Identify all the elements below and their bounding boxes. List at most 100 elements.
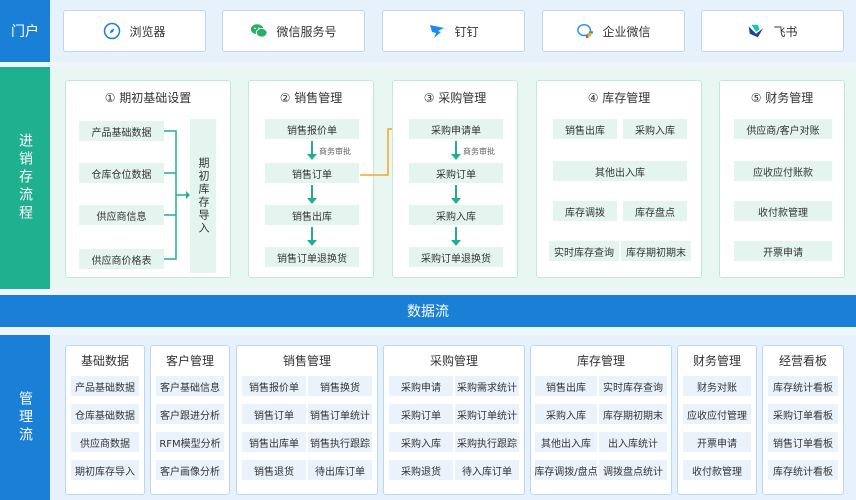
- mgmt-item[interactable]: 待出库订单: [308, 460, 372, 480]
- portal-wecom-button[interactable]: 企业微信: [542, 10, 685, 52]
- flow-inventory-item[interactable]: 采购入库: [623, 119, 687, 139]
- mgmt-item[interactable]: 库存统计看板: [768, 376, 838, 396]
- mgmt-purchase-card: 采购管理 采购申请 采购需求统计 采购订单 采购订单统计 采购入库 采购执行跟踪…: [383, 345, 525, 495]
- purchase-approval-note: 商务审批: [463, 147, 495, 156]
- flow-finance-item[interactable]: 应收应付账款: [734, 161, 832, 181]
- feishu-icon: [747, 22, 765, 40]
- mgmt-basic-card: 基础数据 产品基础数据 仓库基础数据 供应商数据 期初库存导入: [65, 345, 145, 495]
- mgmt-item[interactable]: 出入库统计: [599, 432, 667, 452]
- arrow-down-icon: [307, 227, 317, 246]
- flow-finance-item[interactable]: 开票申请: [734, 241, 832, 261]
- portal-label: 门户: [0, 0, 50, 62]
- mgmt-item[interactable]: 调拨盘点统计: [599, 460, 667, 480]
- mgmt-item[interactable]: 产品基础数据: [71, 376, 139, 396]
- flow-purchase-item[interactable]: 采购订单: [409, 163, 503, 183]
- mgmt-item[interactable]: 销售出库单: [242, 432, 306, 452]
- flow-label: 进销存流程: [0, 67, 50, 289]
- mgmt-item[interactable]: 待入库订单: [455, 460, 519, 480]
- mgmt-sales-card: 销售管理 销售报价单 销售换货 销售订单 销售订单统计 销售出库单 销售执行跟踪…: [236, 345, 378, 495]
- mgmt-item[interactable]: 销售执行跟踪: [308, 432, 372, 452]
- arrow-down-icon: [451, 185, 461, 204]
- flow-inventory-item[interactable]: 其他出入库: [553, 161, 687, 181]
- mgmt-purchase-title: 采购管理: [429, 354, 478, 368]
- flow-basic-item[interactable]: 仓库仓位数据: [79, 163, 164, 183]
- flow-purchase-item[interactable]: 采购入库: [409, 205, 503, 225]
- mgmt-item[interactable]: 实时库存查询: [599, 376, 667, 396]
- mgmt-item[interactable]: 采购申请: [389, 376, 453, 396]
- mgmt-item[interactable]: 销售订单: [242, 404, 306, 424]
- mgmt-item[interactable]: 采购订单统计: [455, 404, 519, 424]
- mgmt-item[interactable]: 采购执行跟踪: [455, 432, 519, 452]
- mgmt-item[interactable]: 库存统计看板: [768, 460, 838, 480]
- flow-area: ① 期初基础设置 产品基础数据 仓库仓位数据 供应商信息 供应商价格表 期初库存…: [50, 67, 856, 289]
- portal-wechat-button[interactable]: 微信服务号: [222, 10, 365, 52]
- mgmt-item[interactable]: 销售报价单: [242, 376, 306, 396]
- mgmt-dashboard-card: 经营看板 库存统计看板 采购订单看板 销售订单看板 库存统计看板: [762, 345, 844, 495]
- mgmt-item[interactable]: 客户跟进分析: [156, 404, 224, 424]
- flow-inventory-item[interactable]: 库存调拨: [553, 201, 617, 221]
- mgmt-item[interactable]: 销售出库: [535, 376, 597, 396]
- flow-finance-card: ⑤ 财务管理 供应商/客户对账 应收应付账款 收付款管理 开票申请: [719, 80, 845, 278]
- flow-finance-title: ⑤ 财务管理: [750, 91, 814, 105]
- flow-basic-item[interactable]: 供应商价格表: [79, 249, 164, 269]
- mgmt-item[interactable]: 销售订单看板: [768, 432, 838, 452]
- mgmt-item[interactable]: 开票申请: [683, 432, 751, 452]
- mgmt-item[interactable]: 供应商数据: [71, 432, 139, 452]
- mgmt-basic-title: 基础数据: [80, 354, 129, 368]
- flow-sales-title: ② 销售管理: [279, 91, 343, 105]
- flow-sales-item[interactable]: 销售订单退换货: [265, 247, 359, 267]
- flow-basic-item[interactable]: 供应商信息: [79, 205, 164, 225]
- mgmt-item[interactable]: 期初库存导入: [71, 460, 139, 480]
- wecom-icon: [576, 22, 594, 40]
- mgmt-item[interactable]: 收付款管理: [683, 460, 751, 480]
- mgmt-finance-card: 财务管理 财务对账 应收应付管理 开票申请 收付款管理: [677, 345, 757, 495]
- flow-inventory-item[interactable]: 销售出库: [553, 119, 617, 139]
- mgmt-item[interactable]: 销售换货: [308, 376, 372, 396]
- arrow-down-icon: [451, 141, 461, 160]
- flow-sales-item[interactable]: 销售订单: [265, 163, 359, 183]
- sales-approval-note: 商务审批: [319, 147, 351, 156]
- flow-sales-item[interactable]: 销售报价单: [265, 119, 359, 139]
- portal-feishu-button[interactable]: 飞书: [701, 10, 844, 52]
- mgmt-inventory-title: 库存管理: [576, 354, 625, 368]
- portal-row: 门户 浏览器 微信服务号 钉钉 企业微信 飞书: [0, 0, 856, 62]
- portal-browser-button[interactable]: 浏览器: [63, 10, 206, 52]
- flow-basic-side[interactable]: 期初库存导入: [190, 119, 216, 273]
- mgmt-item[interactable]: 财务对账: [683, 376, 751, 396]
- mgmt-item[interactable]: 库存调拨/盘点: [534, 460, 598, 480]
- flow-purchase-item[interactable]: 采购订单退换货: [409, 247, 503, 267]
- dingtalk-icon: [428, 22, 446, 40]
- mgmt-label: 管理流: [0, 335, 50, 500]
- mgmt-item[interactable]: 仓库基础数据: [71, 404, 139, 424]
- mgmt-item[interactable]: 采购需求统计: [455, 376, 519, 396]
- mgmt-item[interactable]: 采购订单看板: [768, 404, 838, 424]
- flow-inventory-item[interactable]: 实时库存查询: [549, 241, 619, 261]
- flow-finance-item[interactable]: 供应商/客户对账: [734, 119, 832, 139]
- mgmt-item[interactable]: RFM模型分析: [156, 432, 224, 452]
- mgmt-item[interactable]: 采购入库: [389, 432, 453, 452]
- flow-sales-item[interactable]: 销售出库: [265, 205, 359, 225]
- mgmt-inventory-card: 库存管理 销售出库 实时库存查询 采购入库 库存期初期末 其他出入库 出入库统计…: [530, 345, 672, 495]
- portal-dingtalk-button[interactable]: 钉钉: [382, 10, 525, 52]
- bracket-arrow-icon: [164, 130, 190, 260]
- mgmt-item[interactable]: 销售订单统计: [308, 404, 372, 424]
- flow-inventory-item[interactable]: 库存盘点: [623, 201, 687, 221]
- mgmt-sales-title: 销售管理: [282, 354, 331, 368]
- mgmt-customer-card: 客户管理 客户基础信息 客户跟进分析 RFM模型分析 客户画像分析: [150, 345, 230, 495]
- mgmt-item[interactable]: 库存期初期末: [599, 404, 667, 424]
- mgmt-item[interactable]: 客户画像分析: [156, 460, 224, 480]
- mgmt-item[interactable]: 采购订单: [389, 404, 453, 424]
- flow-inventory-card: ④ 库存管理 销售出库 采购入库 其他出入库 库存调拨 库存盘点 实时库存查询 …: [536, 80, 702, 278]
- flow-basic-item[interactable]: 产品基础数据: [79, 121, 164, 141]
- flow-inventory-item[interactable]: 库存期初期末: [621, 241, 691, 261]
- flow-finance-item[interactable]: 收付款管理: [734, 201, 832, 221]
- arrow-down-icon: [307, 141, 317, 160]
- mgmt-item[interactable]: 采购入库: [535, 404, 597, 424]
- mgmt-item[interactable]: 销售退货: [242, 460, 306, 480]
- mgmt-item[interactable]: 应收应付管理: [683, 404, 751, 424]
- data-flow-bar: 数据流: [0, 295, 856, 327]
- mgmt-item[interactable]: 采购退货: [389, 460, 453, 480]
- mgmt-item[interactable]: 客户基础信息: [156, 376, 224, 396]
- mgmt-item[interactable]: 其他出入库: [535, 432, 597, 452]
- flow-purchase-item[interactable]: 采购申请单: [409, 119, 503, 139]
